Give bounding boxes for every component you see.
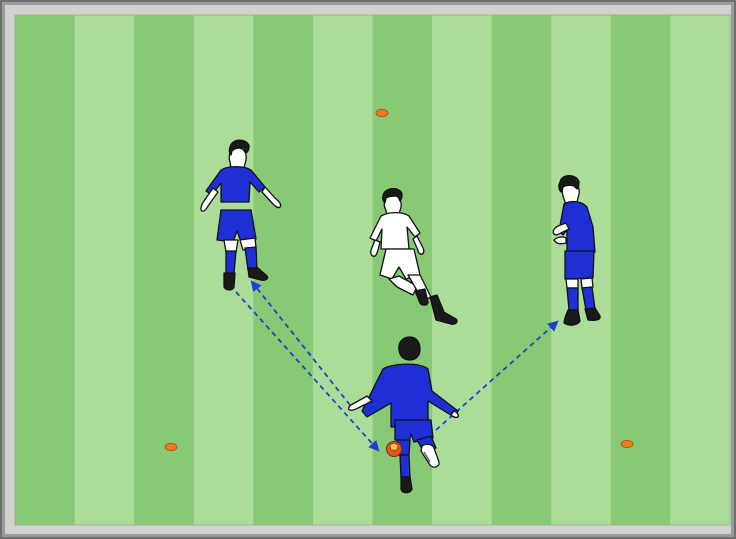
cone-icon (165, 443, 177, 450)
pitch-stripe (432, 15, 492, 525)
pitch-stripe (134, 15, 194, 525)
pitch-stripe (313, 15, 373, 525)
cone-icon (621, 440, 633, 447)
ball (387, 442, 402, 457)
pitch-stripe (75, 15, 135, 525)
pitch-stripe (15, 15, 75, 525)
cone-top (376, 109, 388, 116)
cone-icon (376, 109, 388, 116)
pitch-stripe (194, 15, 254, 525)
pitch-stripe (253, 15, 313, 525)
pitch (15, 15, 731, 525)
pitch-stripe (670, 15, 730, 525)
cone-left (165, 443, 177, 450)
cone-right (621, 440, 633, 447)
pitch-stripe (611, 15, 671, 525)
pitch-stripe (492, 15, 552, 525)
